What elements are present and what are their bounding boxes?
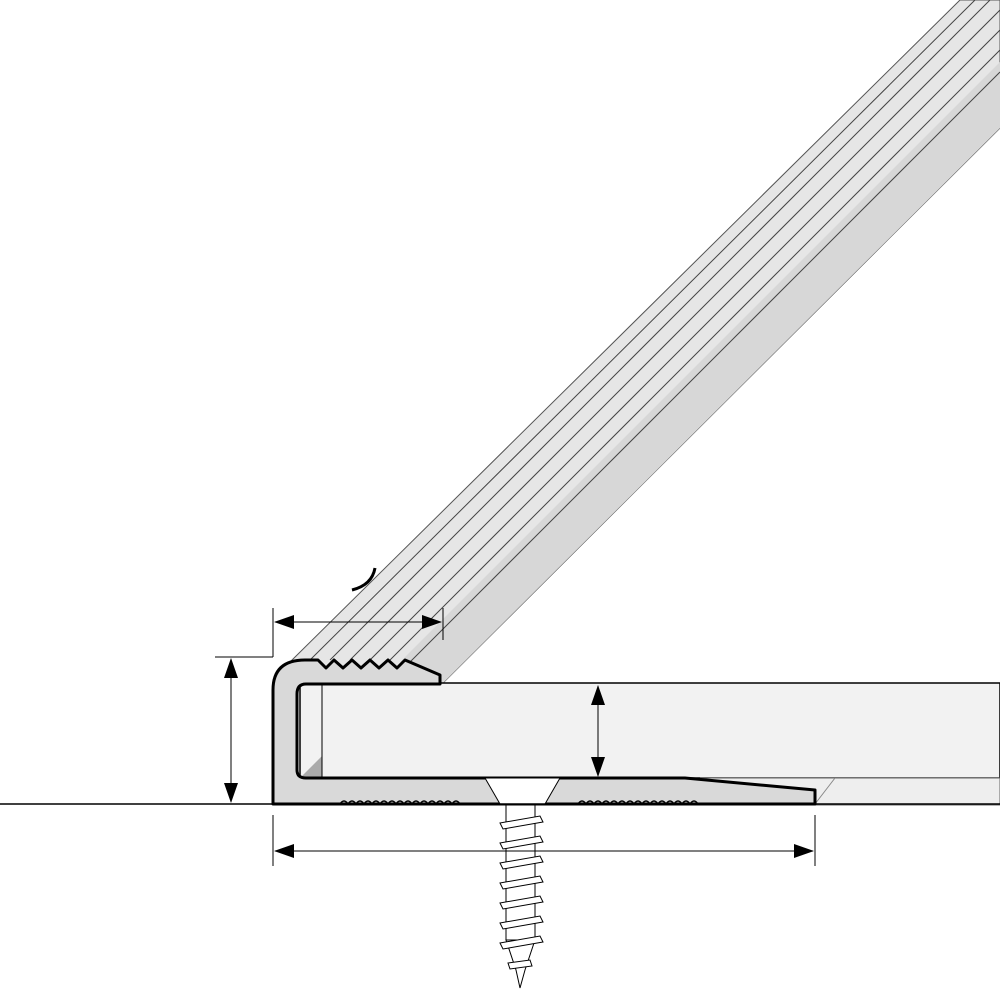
dimension-lines — [215, 608, 816, 866]
floor-tile — [299, 682, 1000, 806]
screw-icon — [499, 804, 544, 989]
profile-cross-section — [271, 658, 817, 806]
profile-perspective-strip — [288, 0, 1000, 684]
grip-ribs-left — [339, 800, 461, 806]
grip-ribs-right — [577, 800, 699, 806]
edge-radius-mark — [351, 567, 377, 592]
